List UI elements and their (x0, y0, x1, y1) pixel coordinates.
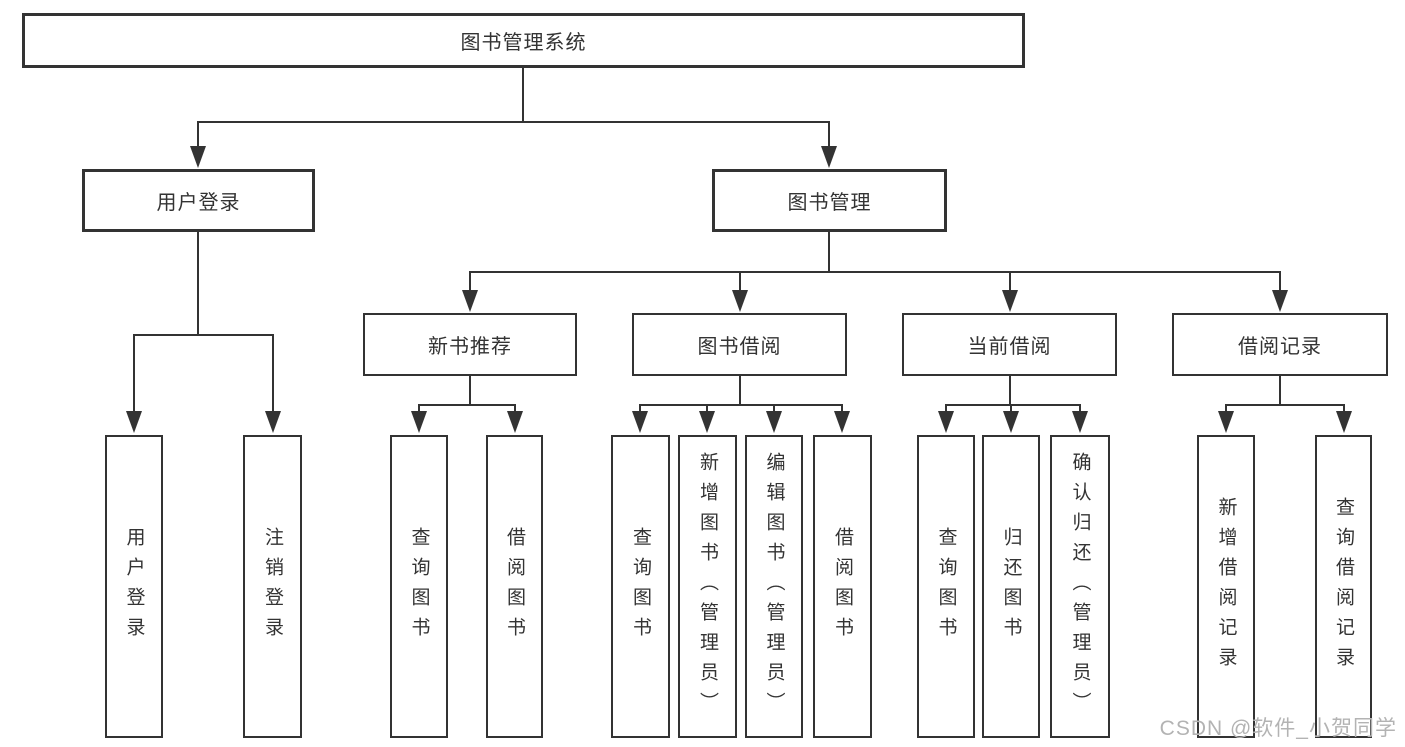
leaf-query-books-recommend-label: 查询图书 (408, 526, 430, 647)
leaf-confirm-return-admin: 确认归还（管理员） (1050, 435, 1110, 738)
leaf-add-borrow-record-label: 新增借阅记录 (1215, 496, 1237, 677)
leaf-borrow-books-borrowing: 借阅图书 (813, 435, 872, 738)
leaf-return-books: 归还图书 (982, 435, 1040, 738)
node-new-book-recommend: 新书推荐 (363, 313, 577, 376)
node-current-borrowing: 当前借阅 (902, 313, 1117, 376)
leaf-logout: 注销登录 (243, 435, 302, 738)
leaf-query-books-current-label: 查询图书 (935, 526, 957, 647)
leaf-user-login-label: 用户登录 (123, 526, 145, 647)
leaf-edit-book-admin: 编辑图书（管理员） (745, 435, 803, 738)
leaf-confirm-return-admin-label: 确认归还（管理员） (1069, 451, 1091, 722)
node-book-borrowing: 图书借阅 (632, 313, 847, 376)
node-user-login: 用户登录 (82, 169, 315, 232)
leaf-logout-label: 注销登录 (262, 526, 283, 647)
watermark: CSDN @软件_小贺同学 (1159, 717, 1397, 740)
node-book-management: 图书管理 (712, 169, 947, 232)
leaf-borrow-books-recommend: 借阅图书 (486, 435, 543, 738)
leaf-query-borrow-record-label: 查询借阅记录 (1333, 496, 1354, 677)
leaf-return-books-label: 归还图书 (1000, 526, 1022, 647)
leaf-query-borrow-record: 查询借阅记录 (1315, 435, 1372, 738)
leaf-borrow-books-recommend-label: 借阅图书 (504, 526, 525, 647)
leaf-query-books-recommend: 查询图书 (390, 435, 448, 738)
leaf-query-books-borrowing: 查询图书 (611, 435, 670, 738)
leaf-borrow-books-borrowing-label: 借阅图书 (832, 526, 853, 647)
arrowheads (126, 146, 1352, 433)
node-borrowing-records: 借阅记录 (1172, 313, 1388, 376)
leaf-query-books-borrowing-label: 查询图书 (630, 526, 651, 647)
leaf-add-borrow-record: 新增借阅记录 (1197, 435, 1255, 738)
leaf-add-book-admin-label: 新增图书（管理员） (697, 451, 718, 722)
leaf-query-books-current: 查询图书 (917, 435, 975, 738)
leaf-add-book-admin: 新增图书（管理员） (678, 435, 737, 738)
node-library-management-system: 图书管理系统 (22, 13, 1025, 68)
leaf-user-login: 用户登录 (105, 435, 163, 738)
leaf-edit-book-admin-label: 编辑图书（管理员） (763, 451, 785, 722)
